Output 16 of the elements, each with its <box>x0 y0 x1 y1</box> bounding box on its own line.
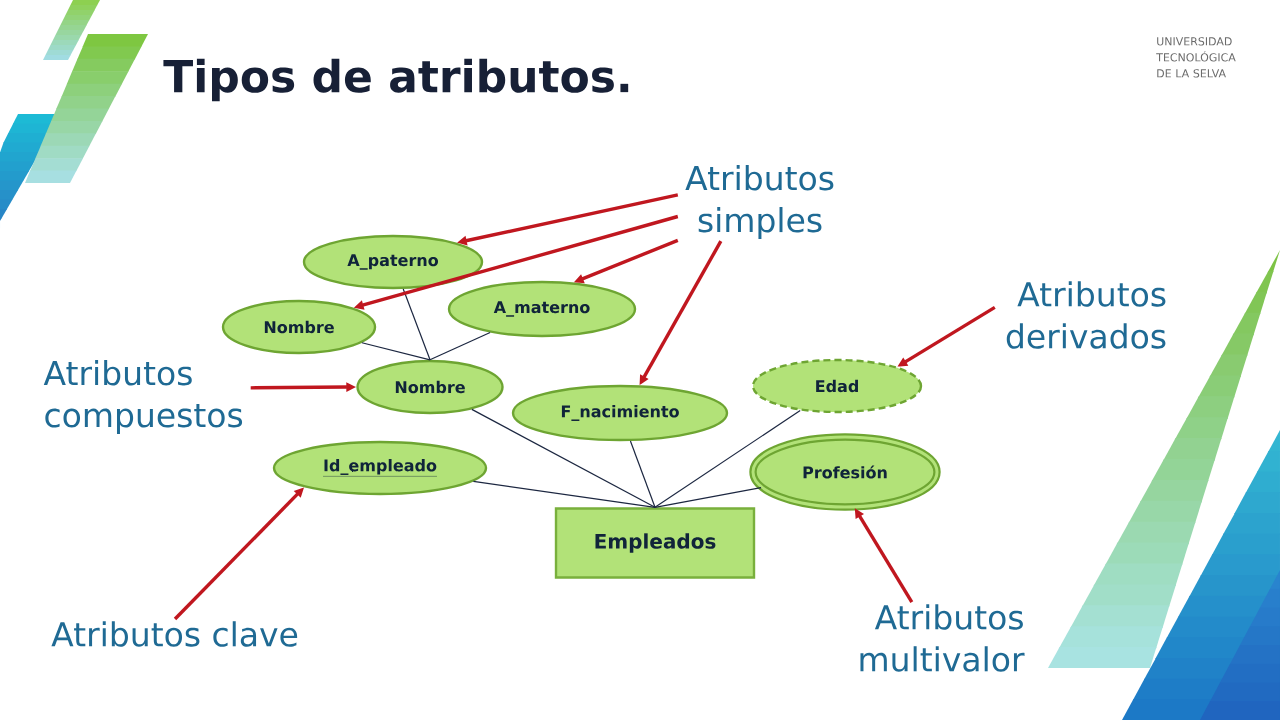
connector-line <box>402 288 431 361</box>
connector-line <box>472 480 656 508</box>
connector-line <box>629 440 656 508</box>
annotation-text: Atributos compuestos <box>43 360 243 434</box>
connector-line <box>654 487 762 508</box>
connector-line <box>429 331 491 361</box>
annotation-text: Atributos multivalor <box>860 604 1025 672</box>
slide-title: Tipos de atributos. <box>163 58 629 102</box>
annotation-text: Atributos simples <box>685 165 834 239</box>
connector-line <box>471 408 656 508</box>
university-name: UNIVERSIDAD TECNOLÓGICA DE LA SELVA <box>1156 37 1236 78</box>
entity-box: Empleados <box>554 507 756 579</box>
annotation-text: Atributos derivados <box>1006 281 1166 349</box>
annotation-text: Atributos clave <box>51 621 298 647</box>
connector-line <box>361 342 431 361</box>
connector-line <box>654 409 801 508</box>
